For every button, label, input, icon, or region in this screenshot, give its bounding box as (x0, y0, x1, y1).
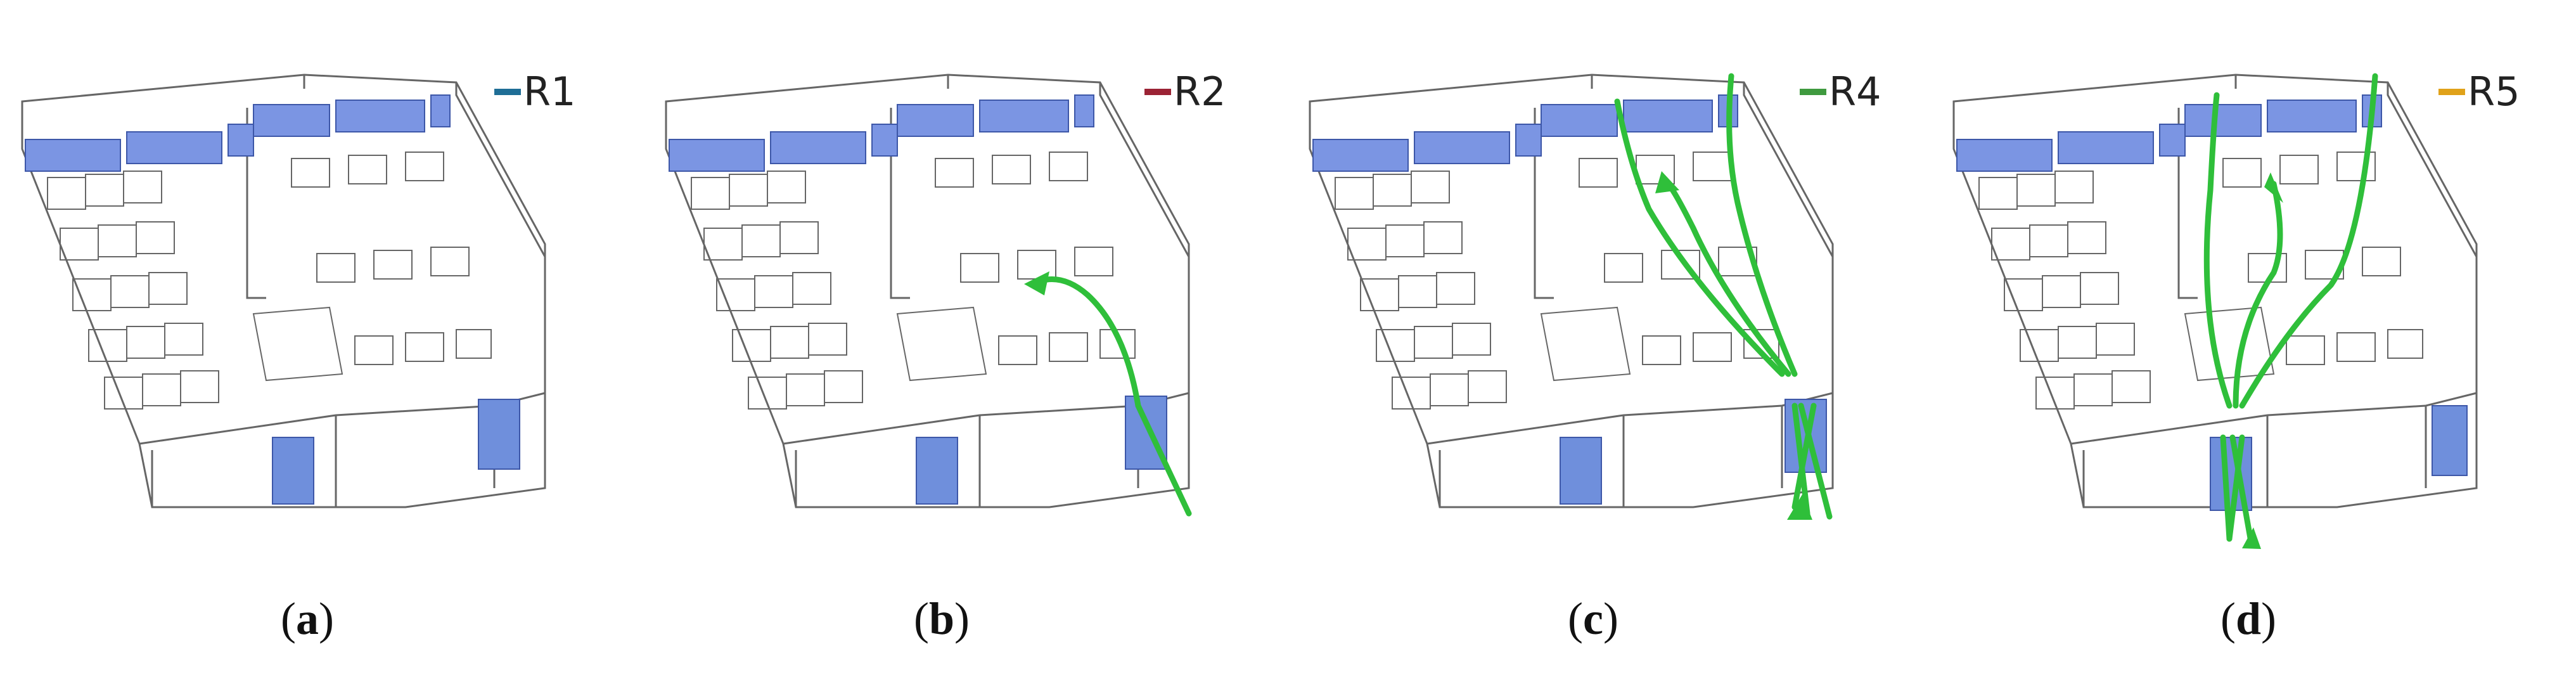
movement-arrow (1791, 403, 1817, 510)
legend-label: R4 (1829, 68, 1881, 115)
legend-label: R1 (523, 68, 576, 115)
floorplan-drawing (1309, 73, 1834, 520)
movement-arrow (2226, 434, 2245, 542)
panel-b: R2 (b) (644, 0, 1288, 684)
movement-arrow (2233, 181, 2283, 409)
arrowhead (1024, 271, 1049, 295)
legend: R5 (2438, 68, 2520, 115)
legend-swatch (494, 88, 521, 95)
floorplan-drawing (665, 74, 1192, 517)
legend: R1 (494, 68, 576, 115)
movement-arrow (2239, 73, 2378, 409)
legend-swatch (1144, 88, 1171, 95)
movement-arrow (1034, 276, 1192, 517)
movement-arrow (2220, 434, 2233, 542)
floorplan-drawing (21, 74, 546, 508)
movement-arrow (2229, 434, 2255, 548)
panel-d: R5 (d) (1932, 0, 2575, 684)
panel-caption: (b) (913, 593, 970, 644)
caption-letter: b (928, 593, 955, 644)
legend: R2 (1144, 68, 1226, 115)
arrowhead (2264, 172, 2283, 203)
panel-caption: (c) (1568, 593, 1618, 644)
caption-letter: a (296, 593, 319, 644)
movement-arrow (1665, 181, 1791, 377)
arrowhead (2242, 527, 2261, 549)
movement-arrow (1726, 73, 1798, 377)
movement-arrow (2203, 92, 2233, 409)
floorplan-drawing (1952, 73, 2478, 549)
movement-arrow (1614, 98, 1785, 377)
legend: R4 (1800, 68, 1881, 115)
arrowhead (1787, 494, 1812, 520)
legend-label: R5 (2468, 68, 2520, 115)
panel-caption: (a) (281, 593, 334, 644)
legend-swatch (2438, 88, 2465, 95)
caption-letter: d (2235, 593, 2262, 644)
legend-label: R2 (1174, 68, 1226, 115)
panel-a: R1 (a) (0, 0, 644, 684)
caption-letter: c (1583, 593, 1603, 644)
movement-arrow (1798, 403, 1833, 520)
legend-swatch (1800, 88, 1826, 95)
panel-c: R4 (c) (1288, 0, 1932, 684)
panel-caption: (d) (2220, 593, 2276, 644)
arrowhead (1655, 171, 1679, 193)
